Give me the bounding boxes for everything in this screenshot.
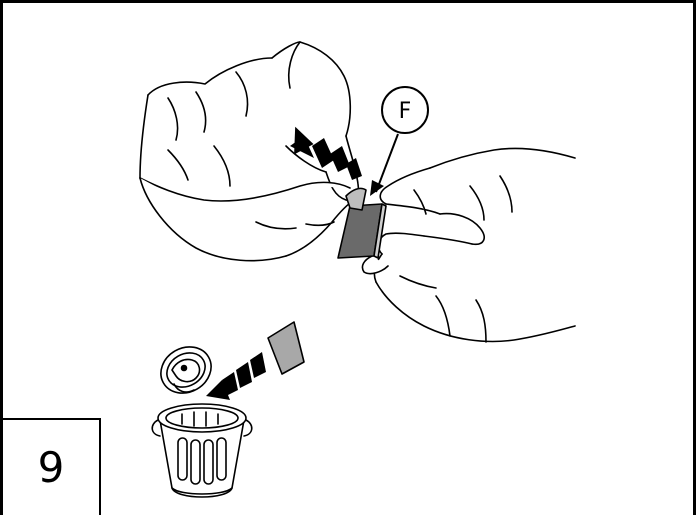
trash-lid xyxy=(152,338,219,402)
adhesive-liner-icon xyxy=(268,322,304,374)
dashed-arrow-icon xyxy=(206,352,266,400)
trash-bin-icon xyxy=(152,338,252,497)
step-number: 9 xyxy=(38,447,65,489)
step-number-box: 9 xyxy=(3,418,101,515)
callout-label: F xyxy=(399,99,412,124)
right-hand-icon xyxy=(362,148,575,342)
